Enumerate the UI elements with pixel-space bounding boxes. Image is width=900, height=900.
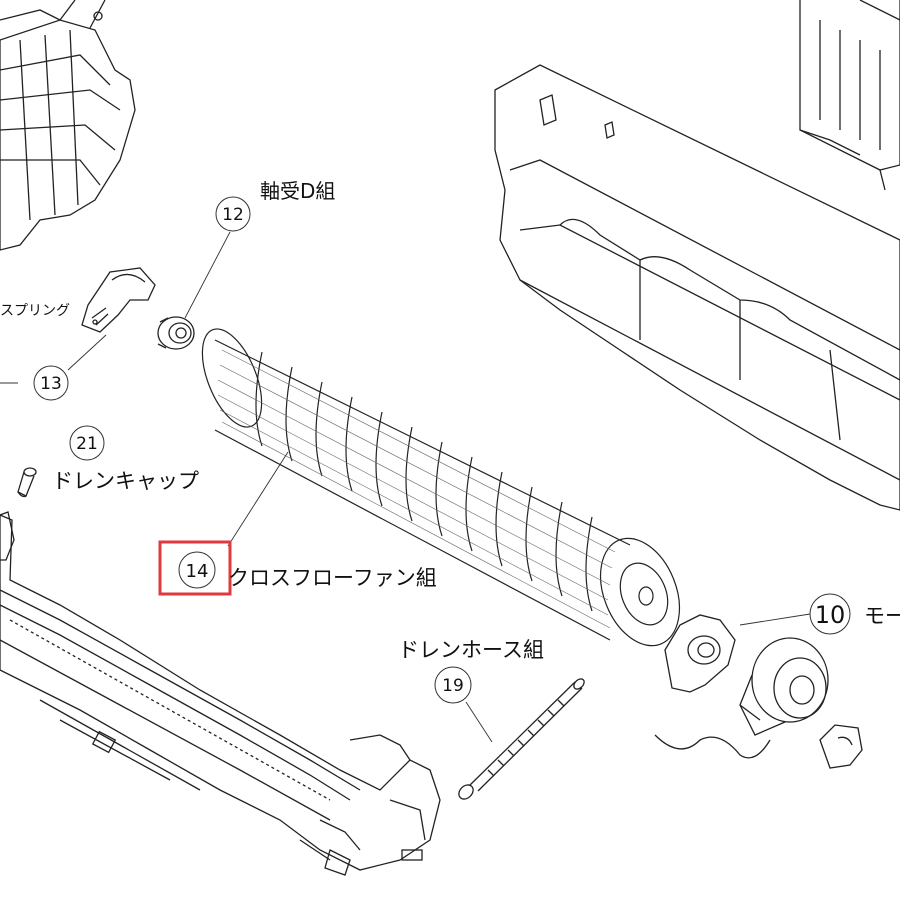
callout-21: 21: [69, 425, 105, 461]
callout-21-number: 21: [76, 434, 98, 454]
leader-line-13: [67, 334, 107, 371]
label-cross-flow-fan: クロスフローファン組: [228, 566, 437, 590]
drain-hose-part: [458, 678, 585, 800]
callout-13: 13: [33, 365, 69, 401]
callout-19: 19: [434, 666, 472, 704]
callout-12: 12: [215, 196, 251, 232]
bearing-holder-part: [81, 267, 156, 333]
leader-lines: [0, 231, 811, 743]
callout-14: 14: [178, 551, 216, 589]
rear-housing-frame: [494, 0, 900, 511]
part-labels: 軸受D組 スプリング ドレンキャップ クロスフローファン組 ドレンホース組 モー: [0, 179, 900, 662]
label-drain-cap: ドレンキャップ: [52, 469, 199, 493]
label-spring-partial: スプリング: [0, 303, 70, 319]
bearing-d-part: [157, 316, 195, 350]
label-drain-hose: ドレンホース組: [398, 638, 544, 662]
label-motor-partial: モー: [864, 604, 900, 628]
leader-line-19: [465, 701, 493, 743]
callout-19-number: 19: [442, 676, 464, 696]
drain-cap-part: [17, 467, 37, 498]
callout-13-number: 13: [40, 374, 62, 394]
callout-10: 10: [809, 593, 851, 635]
cross-flow-fan-part: [201, 328, 681, 647]
leader-line-14: [227, 451, 289, 547]
callout-12-number: 12: [222, 205, 244, 225]
callout-14-number: 14: [186, 561, 209, 582]
leader-line-10: [739, 613, 811, 626]
callout-10-number: 10: [815, 601, 846, 629]
leader-line-12: [184, 231, 231, 319]
highlight-box: [158, 540, 232, 596]
motor-assembly-part: [654, 614, 863, 769]
label-bearing: 軸受D組: [260, 179, 335, 203]
callouts: 12 13 21 14 10 19: [33, 196, 851, 704]
drain-pan-chassis: [0, 511, 441, 876]
indoor-unit-front-assembly: [0, 0, 136, 251]
